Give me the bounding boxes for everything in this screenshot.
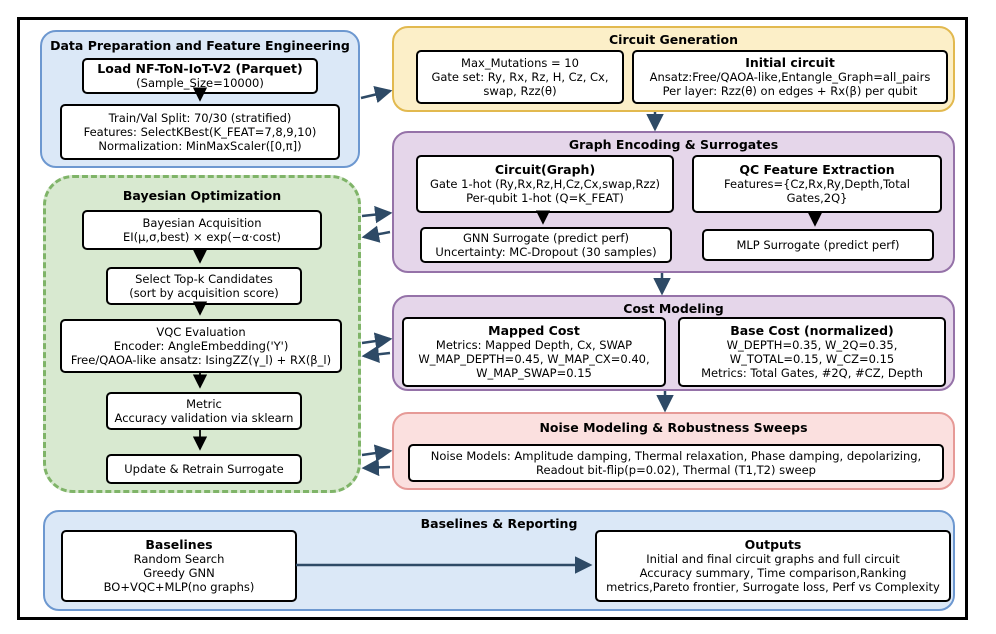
qubit-onehot-line: Per-qubit 1-hot (Q=K_FEAT) (466, 191, 624, 205)
qc-feature-title: QC Feature Extraction (739, 162, 895, 177)
mapped-cost-title: Mapped Cost (488, 323, 580, 338)
arrow-dataprep-to-circuitgen (360, 86, 393, 104)
cost-modeling-panel: Cost Modeling Mapped Cost Metrics: Mappe… (392, 295, 955, 391)
mutation-gateset-box: Max_Mutations = 10 Gate set: Ry, Rx, Rz,… (416, 50, 624, 104)
mapped-metrics-line: Metrics: Mapped Depth, Cx, SWAP (435, 338, 633, 352)
baseline-random-search: Random Search (133, 552, 225, 566)
mlp-surrogate-box: MLP Surrogate (predict perf) (702, 229, 934, 261)
noise-models-box: Noise Models: Amplitude damping, Thermal… (408, 444, 944, 482)
gate-set-line: Gate set: Ry, Rx, Rz, H, Cz, Cx, (431, 70, 609, 84)
mapped-swap-line: W_MAP_SWAP=0.15 (476, 366, 592, 380)
initial-circuit-box: Initial circuit Ansatz:Free/QAOA-like,En… (632, 50, 948, 104)
graph-encoding-panel: Graph Encoding & Surrogates Circuit(Grap… (392, 131, 955, 273)
accuracy-validation-line: Accuracy validation via sklearn (114, 411, 294, 425)
vqc-encoder-line: Encoder: AngleEmbedding('Y') (113, 339, 289, 353)
acquisition-line: Bayesian Acquisition (142, 216, 262, 230)
outputs-line-3: metrics,Pareto frontier, Surrogate loss,… (606, 580, 940, 594)
uncertainty-line: Uncertainty: MC-Dropout (30 samples) (435, 245, 657, 259)
mapped-cost-box: Mapped Cost Metrics: Mapped Depth, Cx, S… (402, 317, 666, 387)
top-k-box: Select Top-k Candidates (sort by acquisi… (106, 267, 302, 305)
vqc-ansatz-line: Free/QAOA-like ansatz: IsingZZ(γ_l) + RX… (70, 353, 332, 367)
base-metrics-line: Metrics: Total Gates, #2Q, #CZ, Depth (701, 366, 923, 380)
acquisition-formula: EI(μ,σ,best) × exp(−α·cost) (122, 230, 282, 244)
outputs-line-1: Initial and final circuit graphs and ful… (646, 552, 900, 566)
arrow-bo-to-cost (361, 332, 393, 350)
qc-features-line-2: Gates,2Q} (786, 191, 848, 205)
outputs-box: Outputs Initial and final circuit graphs… (595, 530, 951, 602)
mapped-weights-line: W_MAP_DEPTH=0.45, W_MAP_CX=0.40, (418, 352, 650, 366)
qc-features-line: Features={Cz,Rx,Ry,Depth,Total (724, 177, 910, 191)
load-dataset-title: Load NF-ToN-IoT-V2 (Parquet) (97, 61, 303, 76)
arrow-noise-to-bo (361, 458, 391, 477)
baseline-greedy-gnn: Greedy GNN (143, 566, 215, 580)
baselines-reporting-panel: Baselines & Reporting Baselines Random S… (43, 510, 955, 611)
split-features-box: Train/Val Split: 70/30 (stratified) Feat… (60, 104, 340, 160)
outputs-line-2: Accuracy summary, Time comparison,Rankin… (639, 566, 907, 580)
ansatz-line: Ansatz:Free/QAOA-like,Entangle_Graph=all… (649, 70, 931, 84)
outputs-title: Outputs (744, 537, 802, 552)
gnn-surrogate-box: GNN Surrogate (predict perf) Uncertainty… (420, 227, 672, 263)
top-k-sort-line: (sort by acquisition score) (129, 286, 279, 300)
update-surrogate-box: Update & Retrain Surrogate (106, 454, 302, 484)
cost-modeling-title: Cost Modeling (623, 301, 724, 316)
baselines-box: Baselines Random Search Greedy GNN BO+VQ… (61, 530, 297, 602)
arrow-cost-to-bo (361, 345, 391, 363)
arrow-bo-to-graph (361, 205, 393, 224)
baselines-reporting-title: Baselines & Reporting (420, 516, 578, 531)
initial-circuit-title: Initial circuit (745, 55, 835, 70)
base-weights-line: W_DEPTH=0.35, W_2Q=0.35, (726, 338, 898, 352)
features-line: Features: SelectKBest(K_FEAT=7,8,9,10) (83, 125, 317, 139)
base-weights-line-2: W_TOTAL=0.15, W_CZ=0.15 (729, 352, 895, 366)
gate-onehot-line: Gate 1-hot (Ry,Rx,Rz,H,Cz,Cx,swap,Rzz) (429, 177, 661, 191)
top-k-line: Select Top-k Candidates (135, 272, 273, 286)
noise-models-line: Noise Models: Amplitude damping, Thermal… (430, 449, 922, 463)
arrow-graph-to-bo (361, 225, 391, 243)
baselines-title: Baselines (145, 537, 213, 552)
normalization-line: Normalization: MinMaxScaler([0,π]) (98, 139, 302, 153)
gnn-surrogate-line: GNN Surrogate (predict perf) (463, 231, 629, 245)
per-layer-line: Per layer: Rzz(θ) on edges + Rx(β) per q… (662, 84, 918, 98)
bayesian-acquisition-box: Bayesian Acquisition EI(μ,σ,best) × exp(… (82, 210, 322, 250)
noise-modeling-title: Noise Modeling & Robustness Sweeps (539, 420, 808, 435)
max-mutations-line: Max_Mutations = 10 (461, 56, 579, 70)
circuit-graph-title: Circuit(Graph) (494, 162, 596, 177)
noise-modeling-panel: Noise Modeling & Robustness Sweeps Noise… (392, 412, 955, 490)
qc-feature-box: QC Feature Extraction Features={Cz,Rx,Ry… (692, 155, 942, 213)
circuit-generation-panel: Circuit Generation Max_Mutations = 10 Ga… (392, 26, 955, 112)
graph-encoding-title: Graph Encoding & Surrogates (568, 137, 779, 152)
outer-frame (17, 17, 968, 620)
load-dataset-subtitle: (Sample_Size=10000) (136, 76, 264, 90)
update-surrogate-label: Update & Retrain Surrogate (124, 462, 284, 476)
metric-line: Metric (186, 397, 222, 411)
metric-box: Metric Accuracy validation via sklearn (106, 392, 302, 430)
base-cost-box: Base Cost (normalized) W_DEPTH=0.35, W_2… (678, 317, 946, 387)
circuit-generation-title: Circuit Generation (608, 32, 738, 47)
vqc-evaluation-box: VQC Evaluation Encoder: AngleEmbedding('… (60, 319, 342, 373)
bayesian-optimization-panel: Bayesian Optimization Bayesian Acquisiti… (43, 175, 361, 493)
gate-set-line-2: swap, Rzz(θ) (483, 84, 557, 98)
arrow-bo-to-noise (361, 444, 393, 462)
vqc-title-line: VQC Evaluation (156, 325, 246, 339)
split-line: Train/Val Split: 70/30 (stratified) (108, 111, 292, 125)
mlp-surrogate-label: MLP Surrogate (predict perf) (736, 238, 900, 252)
circuit-graph-box: Circuit(Graph) Gate 1-hot (Ry,Rx,Rz,H,Cz… (416, 155, 674, 213)
baseline-bo-vqc-mlp: BO+VQC+MLP(no graphs) (103, 580, 255, 594)
data-prep-title: Data Preparation and Feature Engineering (50, 38, 350, 53)
readout-line: Readout bit-flip(p=0.02), Thermal (T1,T2… (536, 463, 816, 477)
bayesian-optimization-title: Bayesian Optimization (122, 188, 282, 203)
base-cost-title: Base Cost (normalized) (730, 323, 894, 338)
